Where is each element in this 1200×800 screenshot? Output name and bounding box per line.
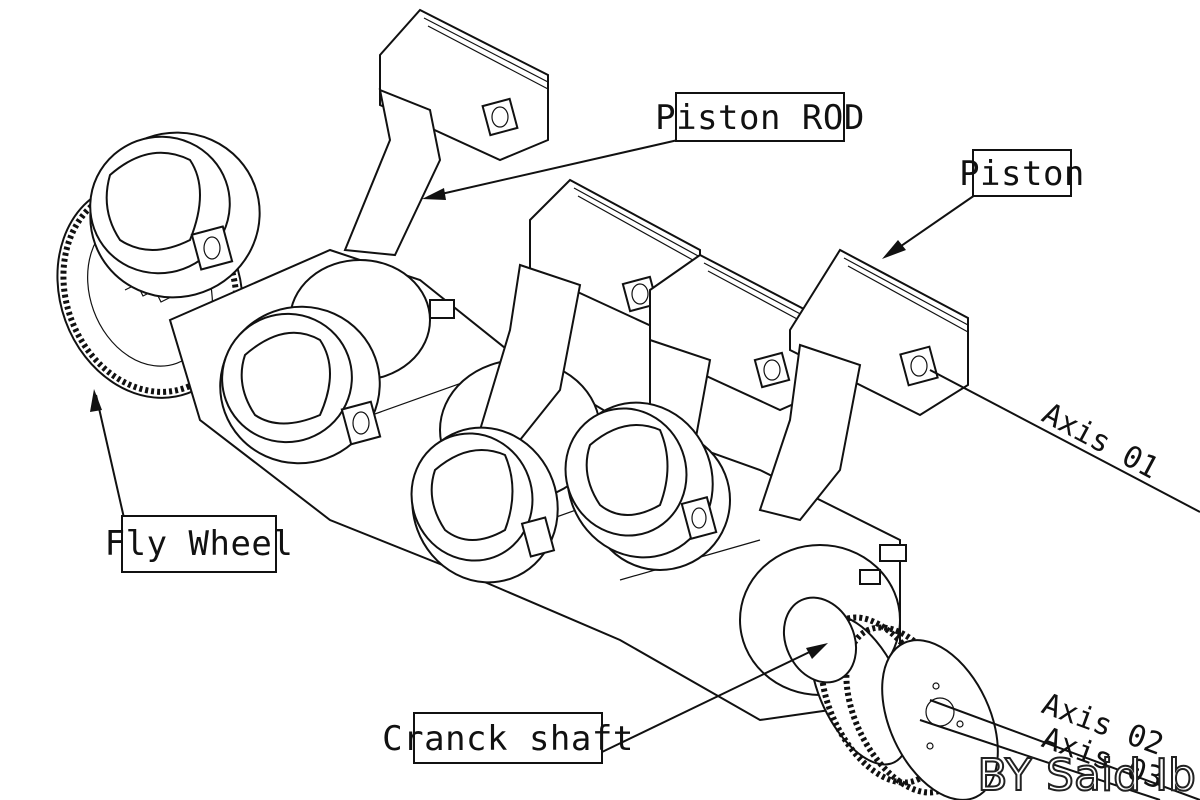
label-piston-rod: Piston ROD [655,92,865,142]
axis-03-line [919,719,1161,800]
piston-lower-4 [564,401,718,559]
svg-text:Fly Wheel: Fly Wheel [105,524,294,564]
piston-lower-3 [410,426,559,584]
svg-text:Piston: Piston [959,154,1085,194]
leader-piston [882,194,976,259]
watermark: BY Said Ib [977,750,1196,800]
leader-crank-shaft [601,643,828,753]
label-axis-01: Axis 01 [1036,396,1164,486]
svg-text:Cranck shaft: Cranck shaft [382,719,634,759]
axis-02-line [929,699,1200,800]
leader-piston-rod [422,139,679,200]
axis-01-line [929,369,1200,513]
label-piston: Piston [959,149,1085,197]
label-crank-shaft: Cranck shaft [382,712,634,764]
svg-text:Piston ROD: Piston ROD [655,98,865,138]
piston-upper-4 [758,248,969,522]
piston-lower-1 [89,131,261,299]
piston-upper-1 [343,8,549,257]
piston-lower-2 [219,305,382,465]
label-fly-wheel: Fly Wheel [105,515,294,573]
timing-pulley [783,596,999,800]
leader-fly-wheel [90,389,125,519]
